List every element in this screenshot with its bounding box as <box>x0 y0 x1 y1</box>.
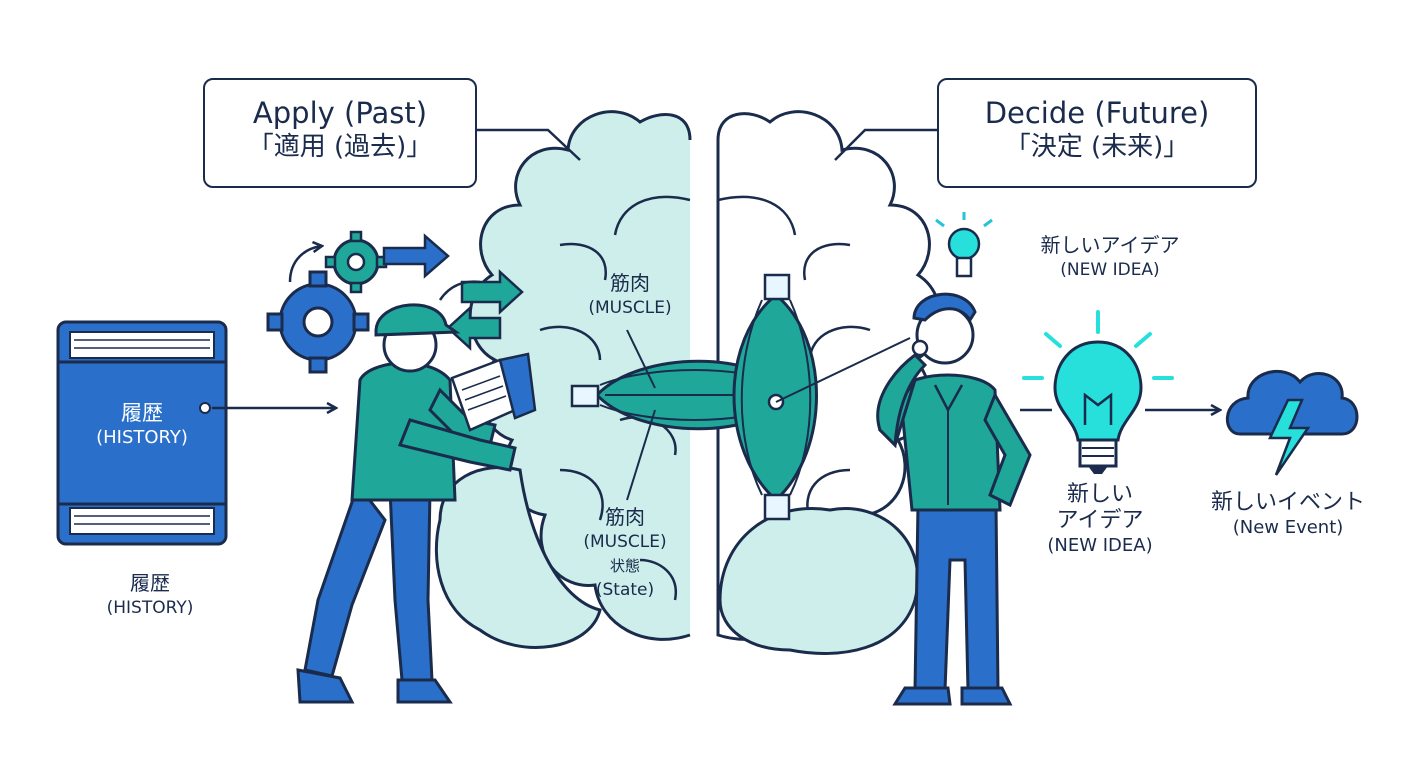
idea-top-en: (NEW IDEA) <box>1060 260 1160 280</box>
muscle-top-en: (MUSCLE) <box>588 298 672 318</box>
idea-top-label: 新しいアイデア (NEW IDEA) <box>1010 232 1210 282</box>
gear-icon <box>266 230 388 374</box>
book-label: 履歴 (HISTORY) <box>62 400 222 450</box>
muscle-bottom-pointer <box>626 409 656 501</box>
worker-figure <box>296 303 537 704</box>
thinker-pointer <box>775 337 911 403</box>
muscle-bottom-en: (MUSCLE) <box>583 532 667 552</box>
future-connector <box>834 128 938 161</box>
storm-cloud-icon <box>1225 370 1359 476</box>
history-label-jp: 履歴 <box>130 571 170 595</box>
decide-future-jp: 「決定 (未来)」 <box>1004 132 1190 162</box>
event-en: (New Event) <box>1232 517 1344 538</box>
book-icon <box>56 320 228 546</box>
muscle-top-pointer <box>626 329 656 389</box>
book-label-jp: 履歴 <box>121 401 163 425</box>
muscle-state-jp: 状態 <box>609 557 640 575</box>
arrow-icon <box>288 233 524 351</box>
decide-future-box: Decide (Future) 「決定 (未来)」 <box>937 78 1257 188</box>
apply-past-box: Apply (Past) 「適用 (過去)」 <box>203 78 477 188</box>
idea-mid-jp1: 新しい <box>1066 482 1133 507</box>
history-label: 履歴 (HISTORY) <box>70 570 230 620</box>
apply-past-title: Apply (Past) <box>252 96 428 130</box>
event-label: 新しいイベント (New Event) <box>1188 490 1388 540</box>
history-label-en: (HISTORY) <box>106 598 194 618</box>
muscle-bottom-label: 筋肉 (MUSCLE) 状態 (State) <box>555 504 695 602</box>
book-label-en: (HISTORY) <box>96 427 188 448</box>
idea-mid-en: (NEW IDEA) <box>1047 535 1153 556</box>
idea-mid-jp2: アイデア <box>1056 508 1144 533</box>
decide-future-title: Decide (Future) <box>984 96 1210 130</box>
muscle-top-jp: 筋肉 <box>610 271 650 295</box>
muscle-state-en: (State) <box>595 580 655 600</box>
past-connector <box>476 128 581 161</box>
muscle-top-label: 筋肉 (MUSCLE) <box>560 270 700 320</box>
idea-mid-label: 新しい アイデア (NEW IDEA) <box>1030 482 1170 558</box>
event-jp: 新しいイベント <box>1210 490 1365 515</box>
lightbulb-icon <box>935 212 1174 474</box>
muscle-bottom-jp: 筋肉 <box>605 505 645 529</box>
thinker-figure <box>876 292 1032 706</box>
apply-past-jp: 「適用 (過去)」 <box>247 132 433 162</box>
idea-top-jp: 新しいアイデア <box>1040 233 1180 257</box>
brain-icon <box>434 110 942 655</box>
